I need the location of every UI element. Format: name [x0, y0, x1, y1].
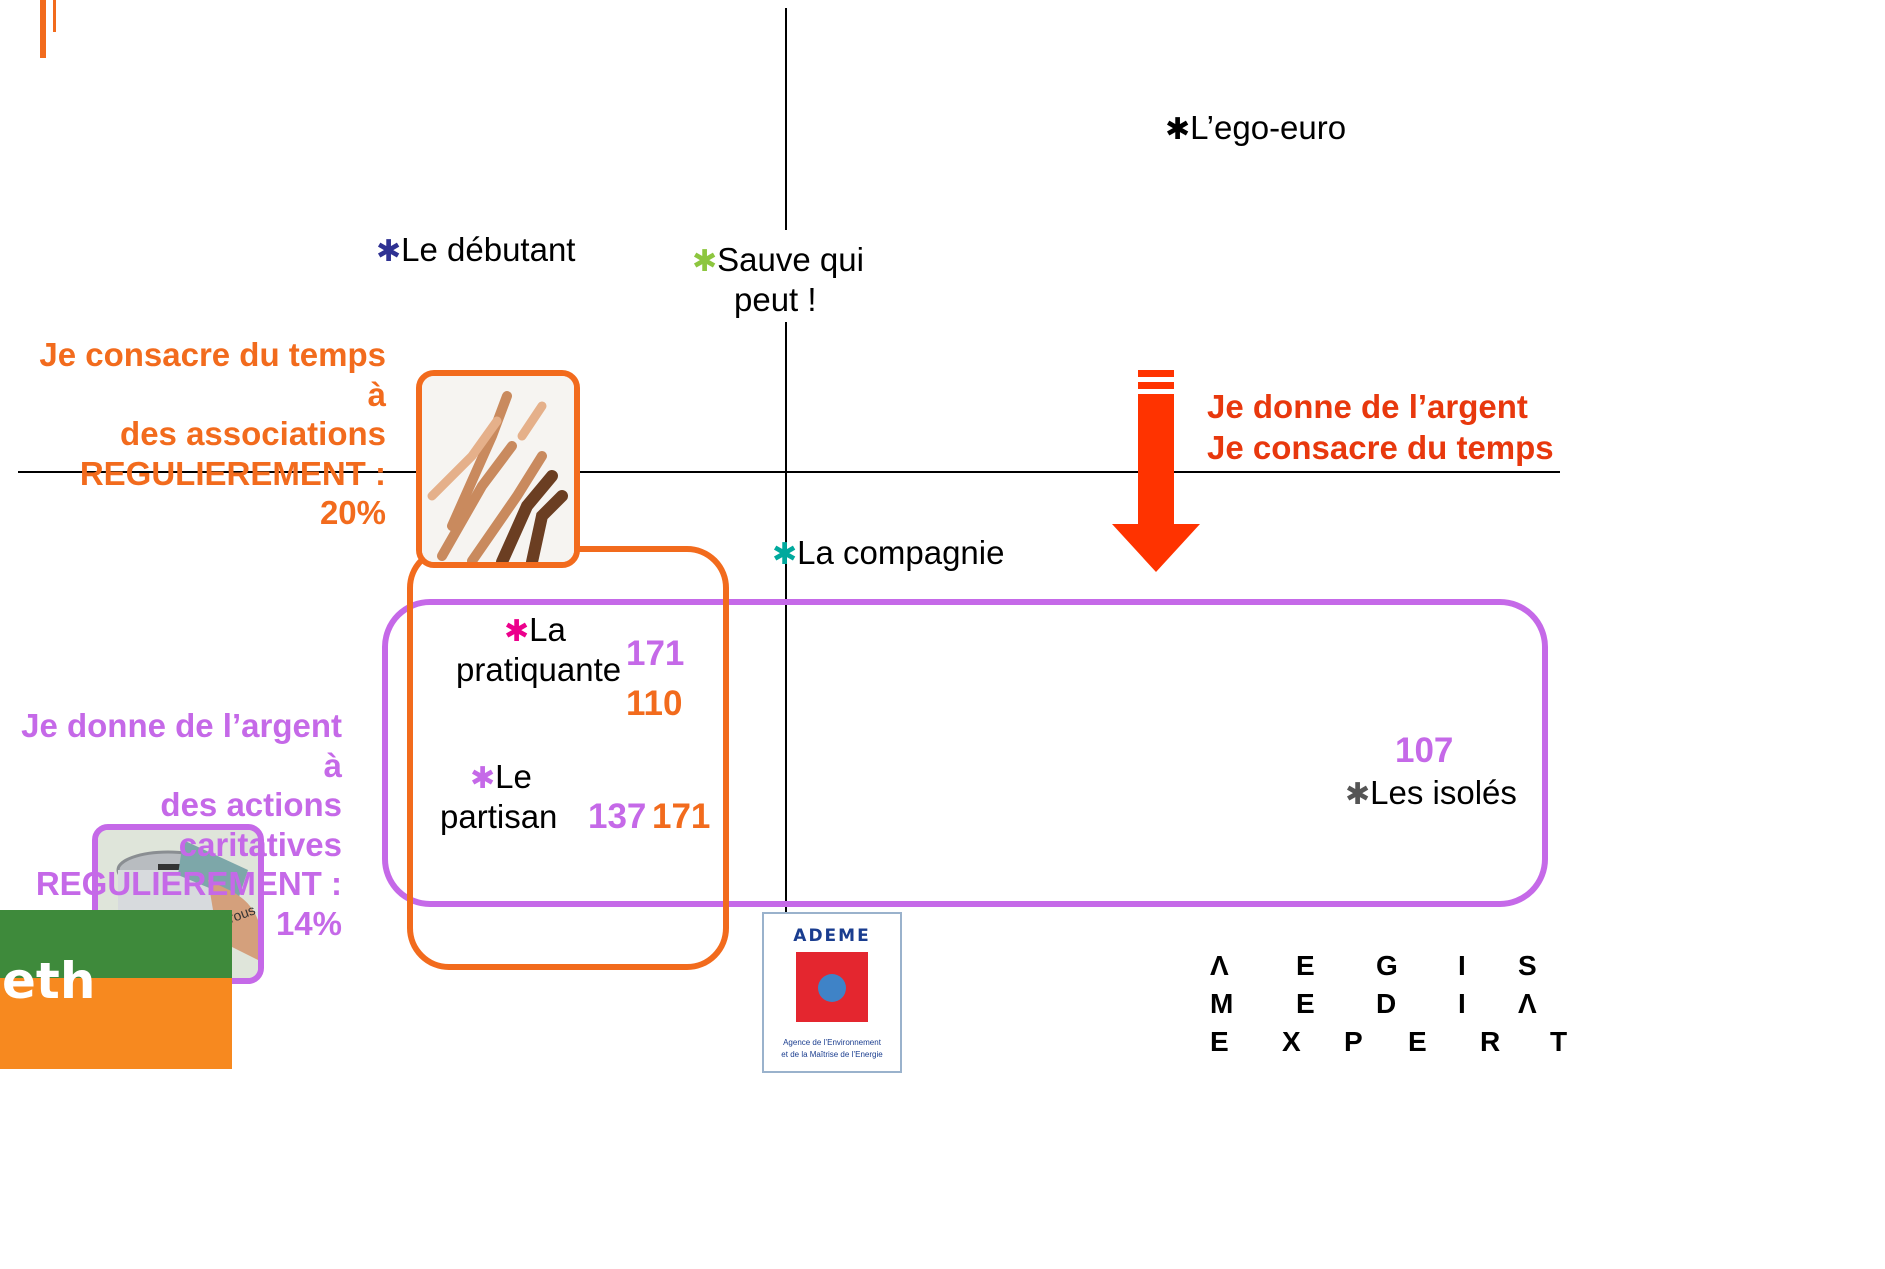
annotation-both: Je donne de l’argent Je consacre du temp… — [1207, 386, 1554, 469]
aegis-letter: R — [1480, 1026, 1501, 1057]
aegis-letter: E — [1408, 1026, 1427, 1057]
ademe-logo-subtitle-1: Agence de l’Environnement — [783, 1038, 881, 1047]
annotation-money: Je donne de l’argent à des actions carit… — [0, 706, 342, 944]
annotation-time-line2: des associations — [120, 415, 386, 453]
segment-sauve-qui-peut: ✱Sauve qui peut ! — [692, 240, 872, 319]
star-icon: ✱ — [772, 537, 798, 572]
aegis-letter: P — [1344, 1026, 1363, 1057]
ethnolog-logo-text: eth — [2, 952, 96, 1010]
segment-pratiquante: ✱La pratiquante — [456, 610, 621, 689]
aegis-media-expert-logo: Λ E G I S M E D I Λ E X P E R T — [1200, 950, 1880, 1069]
aegis-letter: E — [1296, 988, 1315, 1019]
aegis-letter: D — [1376, 988, 1397, 1019]
annotation-money-line3: REGULIEREMENT : — [35, 865, 342, 903]
down-arrow-icon — [1112, 370, 1200, 572]
segment-label: La compagnie — [797, 534, 1005, 571]
star-icon: ✱ — [376, 234, 402, 269]
vertical-axis-bottom — [785, 322, 787, 972]
segment-debutant: ✱Le débutant — [376, 230, 575, 270]
segment-label: L’ego-euro — [1190, 109, 1347, 146]
ademe-logo-subtitle-2: et de la Maîtrise de l’Energie — [781, 1050, 883, 1059]
segment-label: Les isolés — [1370, 774, 1517, 811]
annotation-time-line1: Je consacre du temps à — [39, 336, 386, 413]
segment-isoles: ✱Les isolés — [1345, 773, 1517, 813]
star-icon: ✱ — [1165, 112, 1191, 147]
aegis-letter: T — [1550, 1026, 1568, 1057]
segment-label: Le débutant — [401, 231, 576, 268]
index-pratiquante-money: 171 — [626, 634, 685, 673]
segment-label-line2: partisan — [440, 797, 558, 835]
globe-icon — [818, 974, 846, 1002]
index-partisan-money: 137 — [588, 797, 647, 836]
ademe-logo-title: ADEME — [793, 926, 871, 946]
segment-partisan: ✱Le partisan — [440, 757, 560, 836]
horizontal-axis — [18, 471, 1560, 473]
aegis-letter: E — [1296, 950, 1315, 981]
star-icon: ✱ — [1345, 777, 1371, 812]
vertical-axis-top — [785, 8, 787, 230]
corner-accent — [40, 0, 46, 58]
index-partisan-time: 171 — [652, 797, 711, 836]
hands-photo — [416, 370, 580, 568]
annotation-both-line2: Je consacre du temps — [1207, 429, 1554, 467]
annotation-money-line2: des actions caritatives — [160, 786, 342, 863]
aegis-letter: X — [1282, 1026, 1301, 1057]
aegis-letter: Λ — [1518, 988, 1537, 1019]
star-icon: ✱ — [504, 614, 530, 649]
hands-illustration — [422, 376, 574, 562]
purple-group-frame — [382, 599, 1548, 907]
annotation-money-line4: 14% — [275, 904, 342, 942]
ethnolog-logo: eth — [0, 910, 232, 1069]
ademe-logo: ADEME Agence de l’Environnement et de la… — [762, 912, 902, 1073]
annotation-both-line1: Je donne de l’argent — [1207, 388, 1528, 425]
aegis-letter: Λ — [1210, 950, 1229, 981]
star-icon: ✱ — [470, 761, 496, 796]
aegis-letter: I — [1458, 950, 1466, 981]
star-icon: ✱ — [692, 244, 718, 279]
segment-label-line1: Le — [495, 758, 532, 795]
corner-accent-thin — [53, 0, 56, 32]
annotation-time-line3: REGULIEREMENT : 20% — [79, 454, 386, 532]
annotation-money-line1: Je donne de l’argent à — [21, 707, 342, 784]
segment-label-line1: La — [529, 611, 566, 648]
aegis-letter: G — [1376, 950, 1398, 981]
segment-label-line1: Sauve qui — [717, 241, 864, 278]
index-isoles-money: 107 — [1395, 731, 1454, 770]
aegis-letter: S — [1518, 950, 1537, 981]
index-pratiquante-time: 110 — [626, 684, 683, 723]
aegis-letter: M — [1210, 988, 1234, 1019]
segment-ego-euro: ✱L’ego-euro — [1165, 108, 1346, 148]
segment-label-line2: pratiquante — [456, 650, 622, 688]
segment-compagnie: ✱La compagnie — [772, 533, 1004, 573]
aegis-letter: I — [1458, 988, 1466, 1019]
aegis-letter: E — [1210, 1026, 1229, 1057]
segment-label-line2: peut ! — [734, 280, 817, 318]
annotation-time: Je consacre du temps à des associations … — [20, 335, 386, 533]
